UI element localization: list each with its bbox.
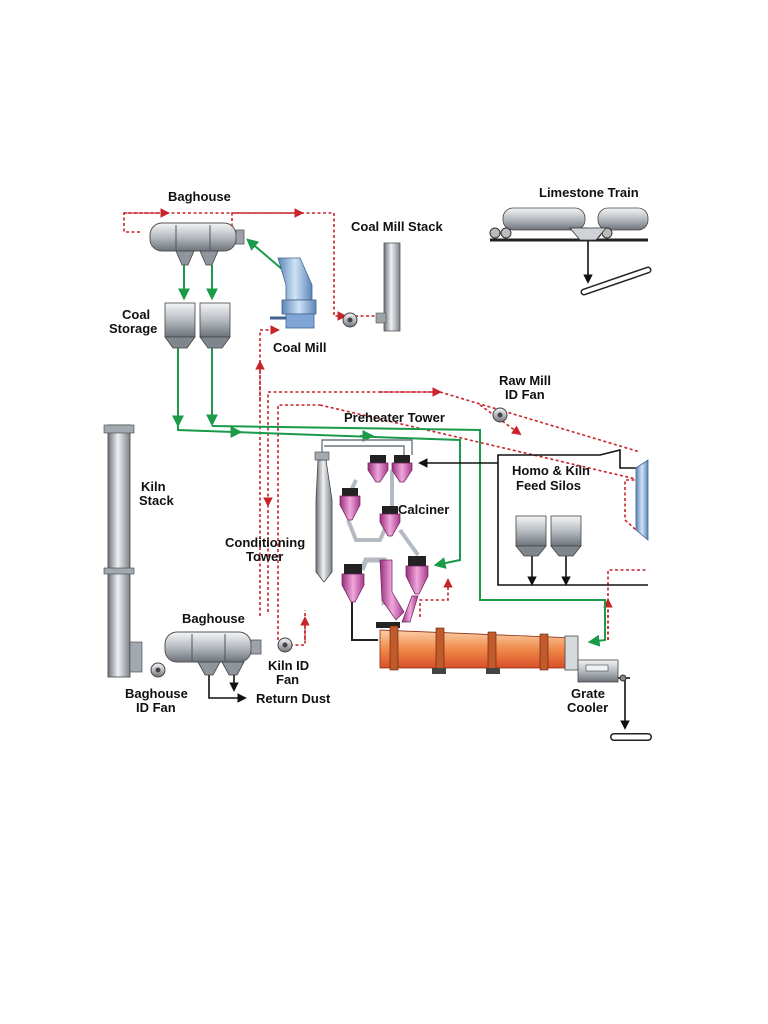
label-coal-storage-1: Coal <box>122 307 150 322</box>
label-calciner: Calciner <box>398 502 449 517</box>
baghouse-bottom-icon <box>164 631 262 676</box>
coal-mill-icon <box>270 257 317 329</box>
baghouse-top-icon <box>149 222 245 266</box>
label-preheater-tower: Preheater Tower <box>344 410 445 425</box>
raw-mill-id-fan-icon <box>492 407 508 423</box>
label-grate-cooler-1: Grate <box>571 686 605 701</box>
conveyor-top-icon <box>580 266 652 296</box>
label-return-dust: Return Dust <box>256 691 331 706</box>
label-raw-mill-fan-1: Raw Mill <box>499 373 551 388</box>
label-homo-silos-1: Homo & Kiln <box>512 463 590 478</box>
label-kiln-id-fan-2: Fan <box>276 672 299 687</box>
calciner-icon <box>379 559 419 623</box>
conditioning-tower-icon <box>314 451 333 583</box>
label-baghouse-bottom: Baghouse <box>182 611 245 626</box>
label-kiln-stack-2: Stack <box>139 493 174 508</box>
label-baghouse-id-fan-2: ID Fan <box>136 700 176 715</box>
coal-mill-fan-icon <box>342 312 358 328</box>
cyclone-icon <box>339 455 429 603</box>
label-conditioning-2: Tower <box>246 549 283 564</box>
feed-silos-icon <box>515 515 582 557</box>
raw-mill-icon <box>635 459 649 541</box>
label-grate-cooler-2: Cooler <box>567 700 608 715</box>
label-coal-storage-2: Storage <box>109 321 157 336</box>
labels: Baghouse Coal Mill Stack Limestone Train… <box>109 185 639 715</box>
label-conditioning-1: Conditioning <box>225 535 305 550</box>
rotary-kiln-icon <box>376 622 579 674</box>
coal-flow-lines <box>172 238 606 647</box>
coal-storage-silos-icon <box>164 302 231 349</box>
label-homo-silos-2: Feed Silos <box>516 478 581 493</box>
label-kiln-stack-1: Kiln <box>141 479 166 494</box>
label-raw-mill-fan-2: ID Fan <box>505 387 545 402</box>
baghouse-id-fan-icon <box>150 662 166 678</box>
label-coal-mill: Coal Mill <box>273 340 326 355</box>
label-coal-mill-stack: Coal Mill Stack <box>351 219 444 234</box>
label-limestone-train: Limestone Train <box>539 185 639 200</box>
material-flow-lines <box>208 240 648 730</box>
kiln-stack-icon <box>103 424 143 678</box>
label-baghouse-top: Baghouse <box>168 189 231 204</box>
coal-mill-stack-icon <box>375 242 401 332</box>
limestone-train-icon <box>489 207 649 242</box>
label-baghouse-id-fan-1: Baghouse <box>125 686 188 701</box>
grate-cooler-icon <box>577 659 630 683</box>
label-kiln-id-fan-1: Kiln ID <box>268 658 309 673</box>
kiln-id-fan-icon <box>277 637 293 653</box>
